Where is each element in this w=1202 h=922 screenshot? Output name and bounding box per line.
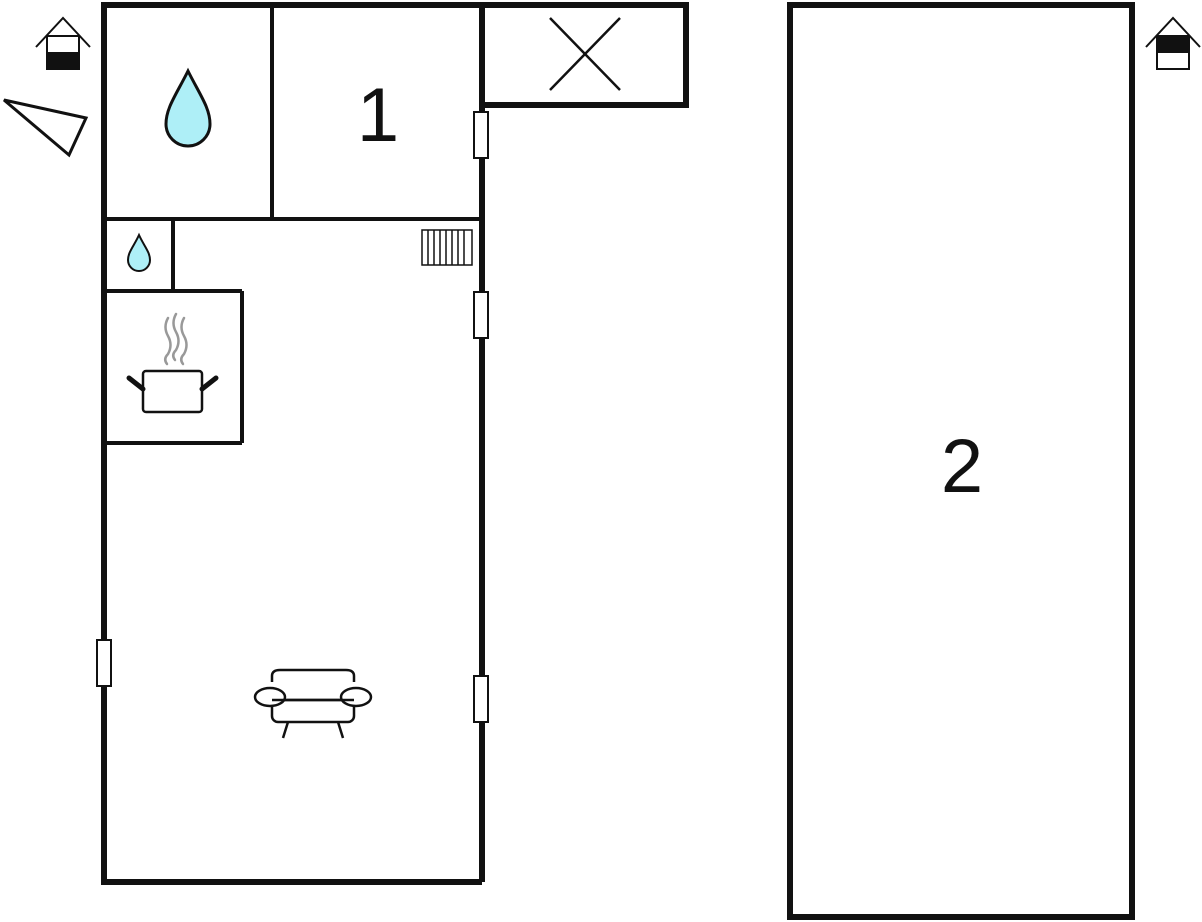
water-drop-icon [164, 67, 212, 148]
window [473, 291, 489, 339]
interior-walls [104, 5, 482, 445]
sofa-icon [253, 668, 373, 739]
room-label-1: 1 [357, 73, 399, 158]
radiator-icon [421, 229, 473, 266]
window [473, 111, 489, 159]
compass-triangle-icon [3, 98, 89, 158]
house-floor-upper-icon [1145, 16, 1201, 70]
window [473, 675, 489, 723]
room-label-2: 2 [941, 424, 983, 509]
window [96, 639, 112, 687]
cross-icon [549, 17, 621, 91]
water-drop-small-icon [126, 232, 152, 272]
house-floor-ground-icon [35, 16, 91, 70]
cooking-pot-icon [126, 312, 219, 414]
windows [96, 111, 489, 723]
building-b [787, 2, 1135, 920]
